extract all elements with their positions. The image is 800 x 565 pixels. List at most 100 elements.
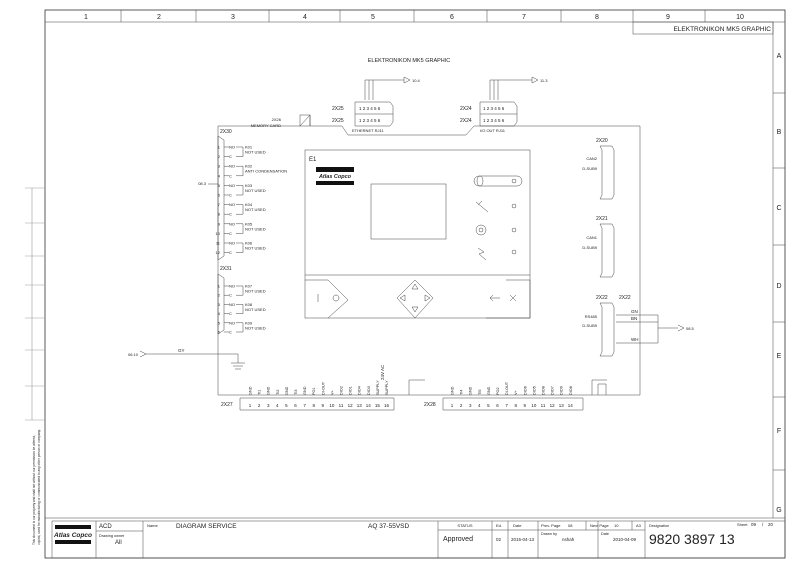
date2-label: Date xyxy=(601,532,609,536)
designation-label: Designation xyxy=(649,524,669,528)
contact-no-label: NO xyxy=(229,183,235,188)
arrow-right-icon xyxy=(531,76,539,84)
terminal-signal: TI5 xyxy=(478,390,482,396)
row-letter: D xyxy=(776,283,781,290)
contact-no-label: NO xyxy=(229,202,235,207)
relay-description: NOT USED xyxy=(245,246,266,251)
ethernet-pins-top: 1 2 3 4 5 6 xyxy=(359,106,381,111)
io-out-pins-bottom: 1 2 3 4 5 6 xyxy=(483,118,505,123)
x20-connector: 2X20 CAN2 D-SUB9 xyxy=(582,138,615,200)
row-letter: E xyxy=(777,353,782,360)
relay-description: NOT USED xyxy=(245,226,266,231)
terminal-pin: 4 xyxy=(218,311,221,316)
terminal-pin: 10 xyxy=(531,403,537,408)
column-number: 8 xyxy=(595,14,599,21)
terminal-signal: GND xyxy=(469,386,473,395)
contact-no-label: NO xyxy=(229,164,235,169)
drawn-by: nshah xyxy=(562,537,575,542)
x27-ref: 2X27 xyxy=(221,402,233,408)
date: 2015-04-13 xyxy=(511,537,535,542)
department: ACD xyxy=(99,524,112,530)
edition-label: Ed. xyxy=(496,523,502,528)
terminal-pin: 7 xyxy=(505,403,508,408)
ethernet-cable-ref: 10.4 xyxy=(412,78,421,83)
terminal-signal: DIO4 xyxy=(358,386,362,395)
x31-ref: 2X31 xyxy=(220,266,232,272)
escape-icon xyxy=(509,294,517,302)
memory-card-slot xyxy=(299,114,311,127)
left-margin-ruler xyxy=(25,187,45,421)
terminal-pin: 10 xyxy=(216,231,221,236)
terminal-pin: 11 xyxy=(339,403,344,408)
relay-code: K06 xyxy=(245,241,253,246)
arrow-down-icon xyxy=(411,306,419,313)
prev-page: 08 xyxy=(568,523,573,528)
relay-code: K02 xyxy=(245,164,253,169)
terminal-signal: SUPPLY xyxy=(376,380,380,395)
column-number: 3 xyxy=(231,14,235,21)
row-letter: B xyxy=(777,129,782,136)
io-out-connector: 11.3 2X24 2X24 1 2 3 4 5 6 1 2 3 4 5 6 I… xyxy=(460,76,548,133)
terminal-pin: 14 xyxy=(568,403,574,408)
keypad xyxy=(305,279,531,319)
format: A3 xyxy=(636,523,642,528)
terminal-pin: 5 xyxy=(285,403,288,408)
x21-ref: 2X21 xyxy=(596,216,608,222)
terminal-signal: DIO9 xyxy=(560,386,564,395)
led-icon xyxy=(511,203,517,209)
contact-no-label: NO xyxy=(229,320,235,325)
contact-no-label: NO xyxy=(229,145,235,150)
terminal-signal: V+ xyxy=(330,389,334,395)
ground-circuit: 06.10 GY xyxy=(128,348,245,370)
drawing-owner: All xyxy=(115,540,122,546)
terminal-pin: 6 xyxy=(496,403,499,408)
terminal-pin: 12 xyxy=(216,250,221,255)
terminal-signal: PO1 xyxy=(312,387,316,395)
terminal-pin: 14 xyxy=(366,403,372,408)
terminal-signal: DIO1 xyxy=(349,386,353,395)
terminal-pin: 9 xyxy=(322,403,325,408)
terminal-signal: GND xyxy=(303,386,307,395)
controller-outline xyxy=(217,114,641,396)
x28-ref: 2X28 xyxy=(424,402,436,408)
terminal-pin: 8 xyxy=(514,403,517,408)
terminal-signal: TI4 xyxy=(460,390,464,396)
terminal-signal: DI-OUT xyxy=(321,381,325,395)
arrow-right-icon xyxy=(677,324,685,332)
contact-c-label: C xyxy=(229,311,232,316)
terminal-pin: 10 xyxy=(329,403,335,408)
terminal-signal: DIO3 xyxy=(367,386,371,395)
terminal-pin: 13 xyxy=(559,403,565,408)
next-page-label: Next Page xyxy=(590,523,609,528)
next-page: 10 xyxy=(614,523,619,528)
terminal-pin: 13 xyxy=(357,403,363,408)
relay-code: K04 xyxy=(245,202,253,207)
terminal-pin: 8 xyxy=(218,212,221,217)
terminal-pin: 3 xyxy=(218,164,221,169)
wire-wh: WH xyxy=(631,337,639,342)
terminal-signal: V+ xyxy=(514,389,518,395)
arrow-right-icon xyxy=(424,294,431,302)
x27-connector xyxy=(239,397,395,411)
contact-no-label: NO xyxy=(229,221,235,226)
row-letter: F xyxy=(777,428,781,435)
terminal-signal: GND xyxy=(487,386,491,395)
terminal-pin: 2 xyxy=(218,293,221,298)
sheet-separator: / xyxy=(762,522,764,527)
terminal-signal: PO2 xyxy=(496,387,500,395)
relay-code: K07 xyxy=(245,284,253,289)
terminal-pin: 6 xyxy=(218,193,221,198)
terminal-pin: 3 xyxy=(469,403,472,408)
contact-c-label: C xyxy=(229,173,232,178)
contact-c-label: C xyxy=(229,212,232,217)
contact-c-label: C xyxy=(229,154,232,159)
terminal-signal: TI3 xyxy=(294,390,298,396)
wire-gn: GN xyxy=(631,309,638,314)
controller-title: ELEKTRONIKON MK5 GRAPHIC xyxy=(368,58,451,64)
io-out-pins-top: 1 2 3 4 5 6 xyxy=(483,106,505,111)
terminal-pin: 1 xyxy=(218,284,221,289)
